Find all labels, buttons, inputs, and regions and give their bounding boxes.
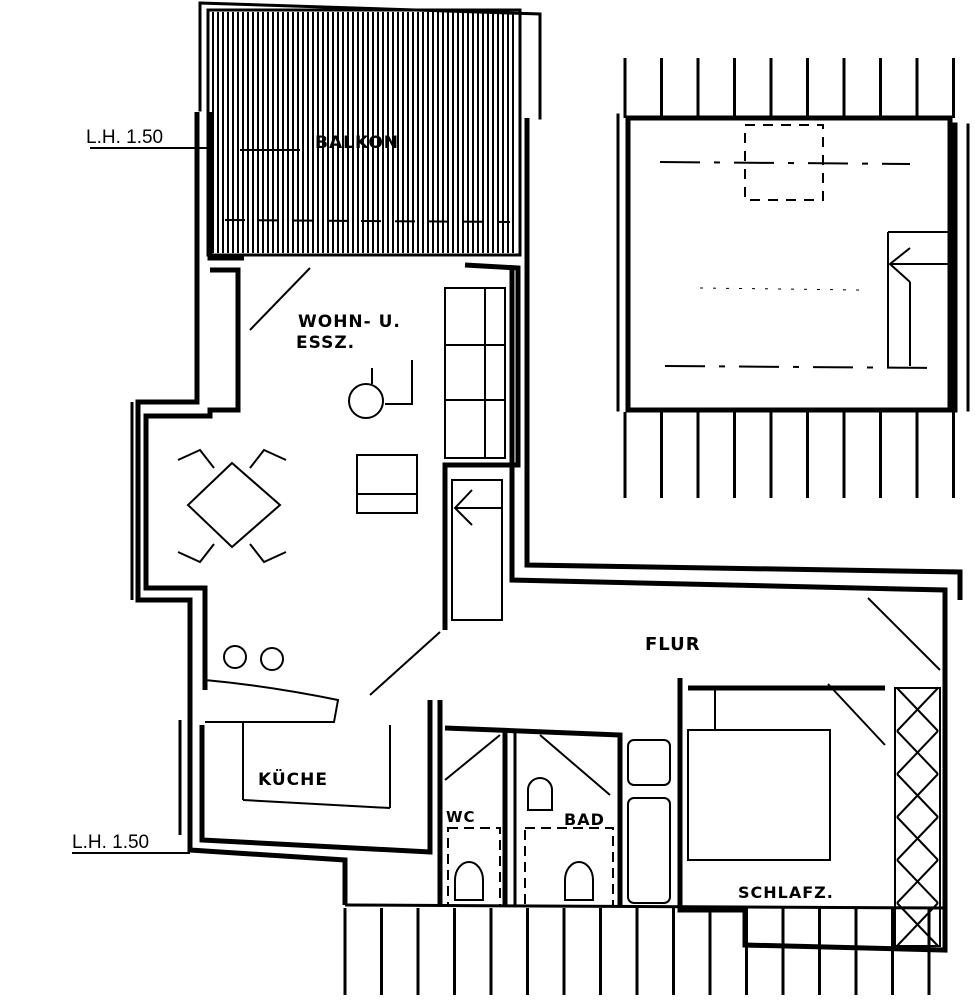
dashed-line-1: [659, 161, 911, 165]
label-bad: BAD: [564, 810, 605, 829]
wall-bad-top: [444, 725, 623, 905]
label-schlafz: SCHLAFZ.: [738, 883, 834, 902]
lh-label-bottom: L.H. 1.50: [72, 832, 149, 853]
roof-rafters-bottom: [343, 908, 931, 995]
dashed-box: [744, 124, 824, 201]
balcony: [198, 1, 542, 257]
toilet: [454, 861, 484, 901]
door-swing-kitchen: [369, 631, 441, 696]
wall-kitchen-inner: [199, 700, 433, 855]
height-annotation-bottom: L.H. 1.50: [72, 832, 190, 854]
lh-label-top: L.H. 1.50: [86, 127, 163, 148]
wc-zone: [447, 827, 501, 907]
roof-rafters-middle: [623, 412, 955, 498]
door-swing-wc: [444, 734, 501, 781]
balcony-dashed-line: [224, 219, 511, 223]
wall-living-outer: [135, 112, 200, 715]
dashed-line-2: [664, 365, 941, 369]
bidet: [564, 861, 594, 901]
dining-chair-1: [177, 448, 215, 469]
furniture: [177, 267, 941, 947]
label-balkon: BALKON: [315, 133, 399, 153]
label-flur: FLUR: [645, 634, 701, 655]
upper-right-room-outline: [625, 115, 953, 413]
wall-right-upper: [524, 118, 963, 600]
upper-right-area: [616, 58, 970, 498]
round-table: [348, 383, 384, 419]
wall-living-inner: [143, 267, 241, 690]
kitchen-unit-bottom: [242, 799, 391, 809]
dining-table: [186, 461, 282, 549]
balcony-hatching: [212, 12, 514, 253]
wall-kitchen-bottom: [187, 715, 348, 905]
stairs: [451, 479, 503, 621]
wardrobe-cross: [896, 902, 939, 947]
sink: [627, 739, 671, 786]
wardrobe-cross: [896, 730, 939, 775]
dining-chair-2: [249, 448, 287, 469]
door-swing-bedroom: [827, 683, 886, 746]
walls: [130, 112, 963, 953]
kitchen-counter: [204, 679, 340, 723]
lamp-arm: [385, 360, 413, 405]
wardrobe-cross: [896, 859, 939, 904]
wardrobe-cross: [896, 816, 939, 861]
door-swing-bad: [539, 734, 611, 796]
wall-flur-top: [509, 270, 948, 600]
wardrobe-cross-hatch: [896, 687, 939, 947]
wardrobe-cross: [896, 687, 939, 732]
shelf-unit: [444, 287, 506, 459]
bathtub: [627, 797, 671, 904]
washbasin: [527, 777, 553, 811]
bed: [687, 729, 831, 861]
armchair: [356, 454, 418, 514]
label-wohn: WOHN- U.: [298, 312, 401, 332]
label-wc: WC: [446, 808, 476, 826]
stove-burner-1: [223, 645, 247, 669]
wardrobe-cross: [896, 773, 939, 818]
stove-burner-2: [260, 647, 284, 671]
dining-chair-3: [177, 543, 215, 564]
door-swing-balcony: [249, 267, 311, 331]
faint-dashed-line: [699, 287, 861, 291]
wardrobe: [894, 687, 941, 947]
roof-edge-bottom: [344, 903, 946, 910]
wall-balcony-left: [207, 112, 244, 261]
balcony-top-edge: [198, 1, 542, 16]
label-kueche: KÜCHE: [258, 768, 328, 790]
wall-wardrobe: [442, 262, 521, 630]
dining-chair-4: [249, 543, 287, 564]
height-annotation-top: L.H. 1.50: [86, 127, 210, 149]
label-essz: ESSZ.: [296, 333, 355, 353]
door-swing-flur: [867, 597, 941, 671]
roof-rafters-top: [623, 58, 955, 118]
